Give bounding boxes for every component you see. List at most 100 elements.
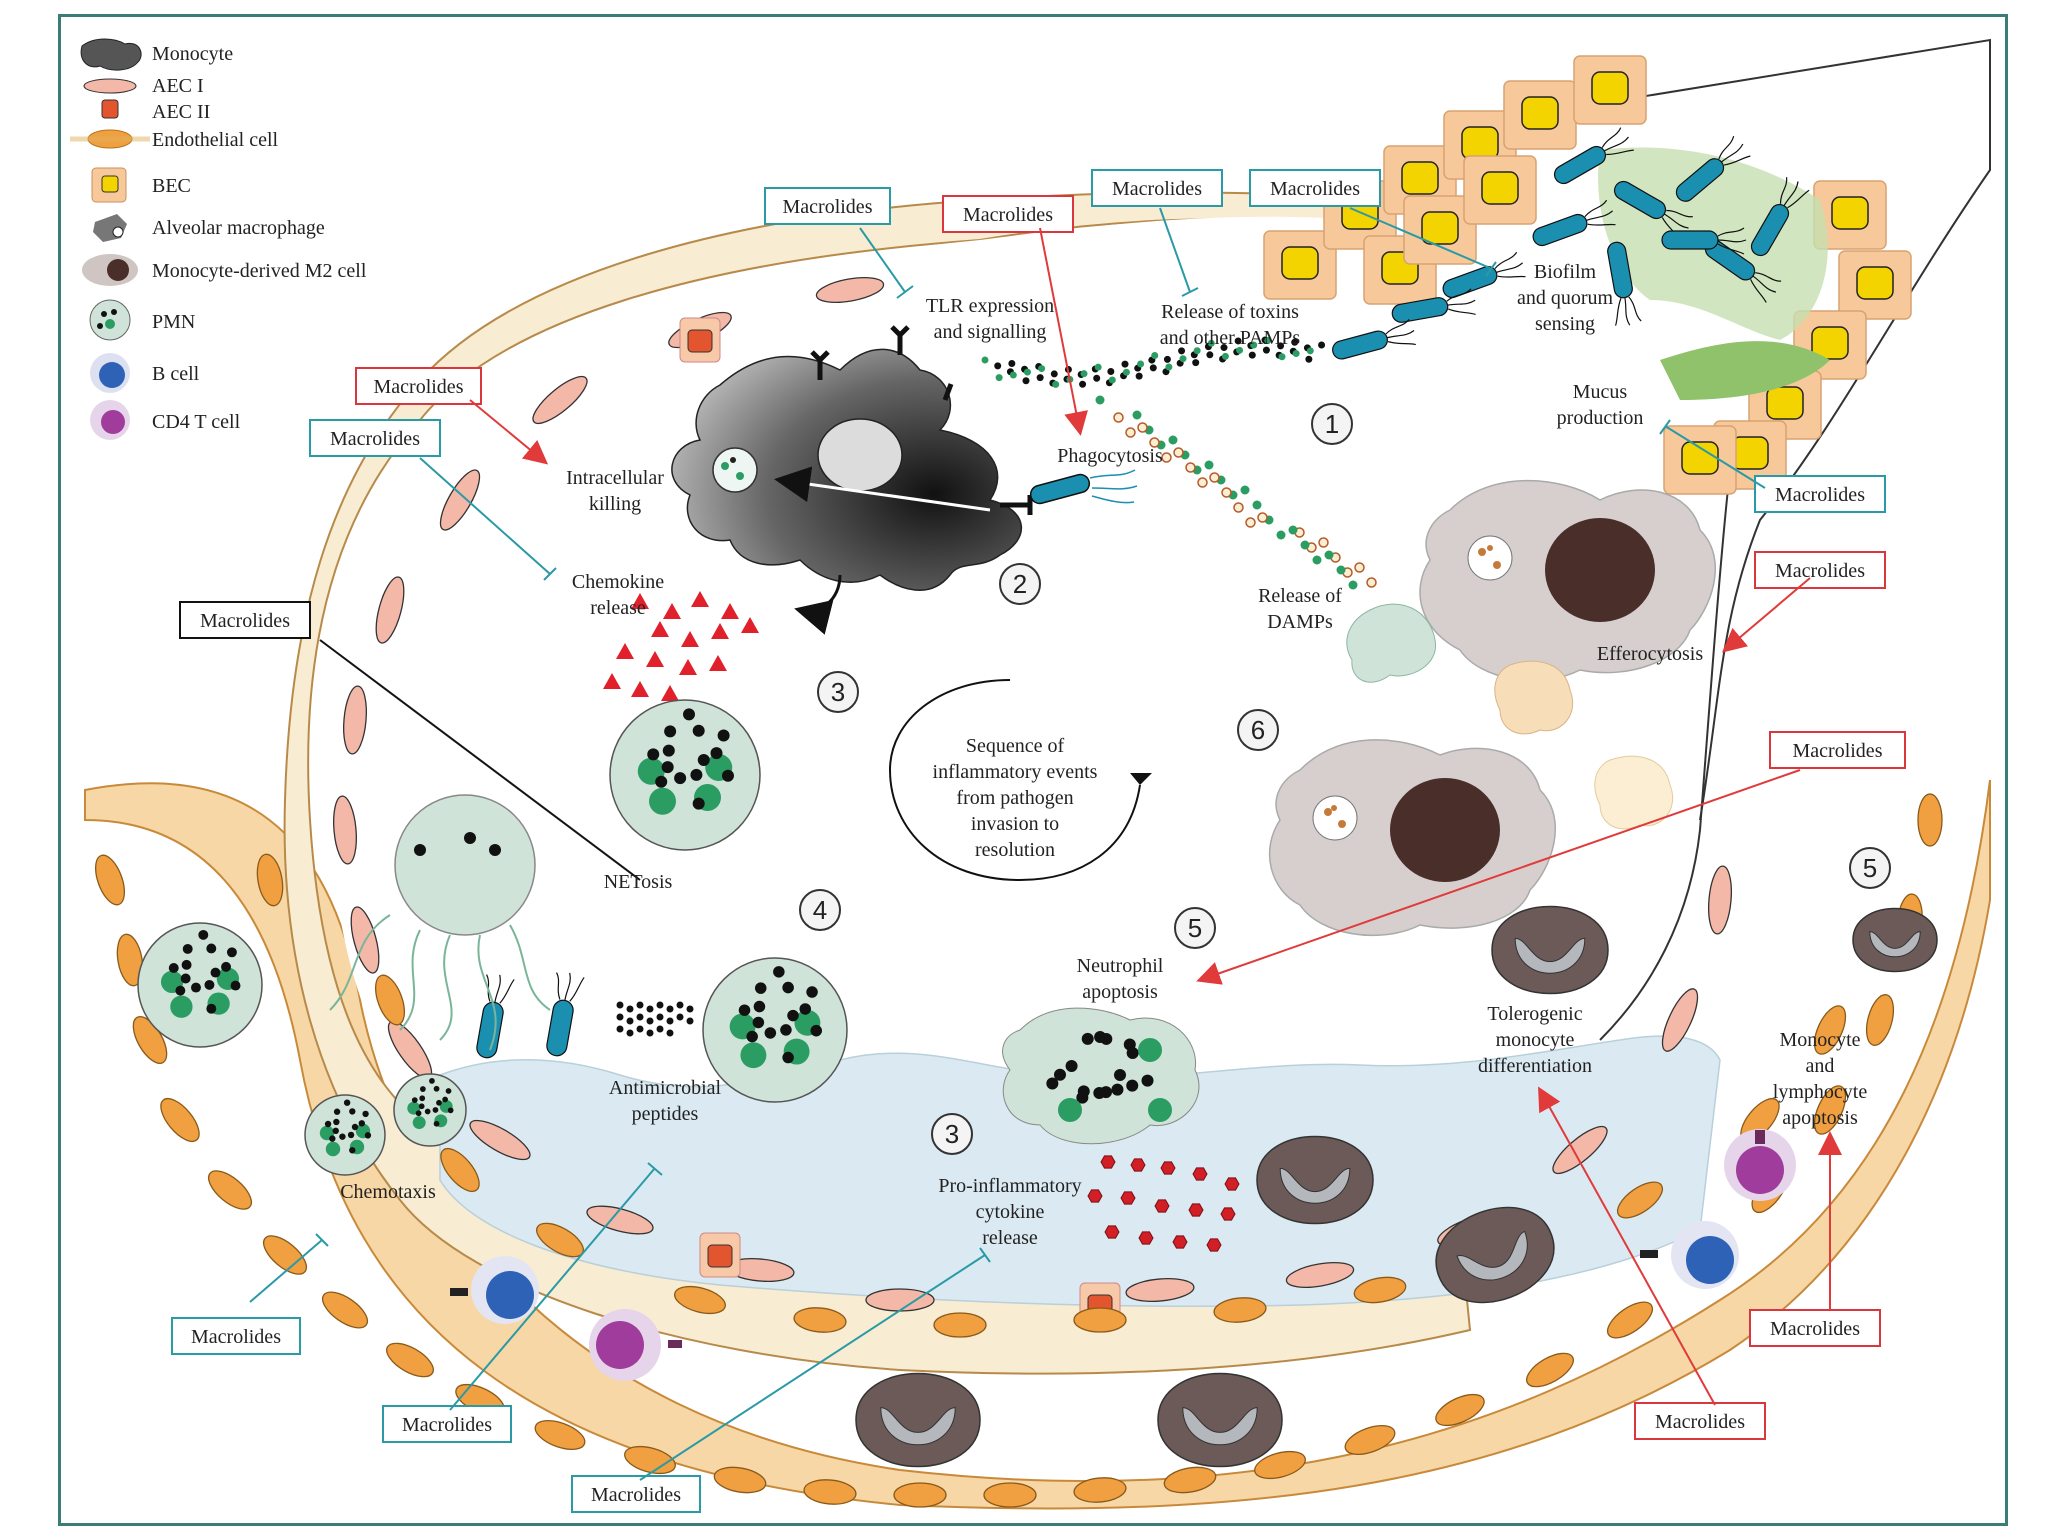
aec1-cell bbox=[332, 795, 358, 865]
biofilm-label-3: sensing bbox=[1535, 313, 1595, 335]
cytokine-dots bbox=[1087, 1155, 1240, 1252]
pmn-cell bbox=[702, 957, 848, 1103]
aec1-cell bbox=[1552, 1125, 1608, 1175]
macrolide-connectors bbox=[249, 207, 1842, 1481]
pamp-dot bbox=[1234, 337, 1242, 345]
pamp-dot bbox=[1135, 372, 1143, 380]
pamp-dot bbox=[1122, 368, 1130, 376]
legend-label: CD4 T cell bbox=[152, 411, 241, 433]
monocyte-group bbox=[855, 905, 1938, 1468]
endothelial-cell bbox=[207, 1170, 253, 1210]
tolerogenic-label-2: monocyte bbox=[1496, 1029, 1575, 1051]
cytokine-hexagon bbox=[1130, 1158, 1146, 1172]
pamp-dot bbox=[995, 374, 1003, 382]
damp-dot bbox=[1233, 502, 1244, 513]
aec1-cell bbox=[865, 1288, 935, 1312]
proinflam-label-1: Pro-inflammatory bbox=[938, 1175, 1081, 1197]
tlr-label-1: TLR expression bbox=[926, 295, 1054, 317]
bacterium bbox=[1553, 127, 1634, 185]
damp-dot bbox=[1137, 422, 1148, 433]
amp-dot bbox=[646, 1029, 654, 1037]
cytokine-hexagon bbox=[1172, 1235, 1188, 1249]
damp-dot bbox=[1173, 447, 1184, 458]
step-number: 5 bbox=[1188, 913, 1202, 943]
endothelial-cell bbox=[1213, 1297, 1267, 1323]
sequence-label-3: from pathogen bbox=[956, 787, 1073, 809]
cytokine-hexagon bbox=[1192, 1167, 1208, 1181]
macrolides-label: Macrolides bbox=[374, 376, 464, 398]
pmn-cell bbox=[304, 1094, 386, 1176]
pamp-dot bbox=[1108, 376, 1116, 384]
macrolides-box: Macrolides bbox=[1769, 731, 1906, 769]
pamp-dot bbox=[1248, 351, 1256, 359]
pmn-cell bbox=[609, 699, 761, 851]
macrolides-box: Macrolides bbox=[764, 187, 891, 225]
macrolides-label: Macrolides bbox=[1112, 178, 1202, 200]
macrolides-label: Macrolides bbox=[591, 1484, 681, 1506]
pamp-dot bbox=[1291, 338, 1299, 346]
legend-label: Alveolar macrophage bbox=[152, 217, 325, 239]
amp-dot bbox=[626, 1029, 634, 1037]
legend-label: Monocyte bbox=[152, 43, 233, 65]
tolerogenic-label-1: Tolerogenic bbox=[1487, 1003, 1582, 1025]
proinflam-label-3: release bbox=[982, 1227, 1038, 1249]
pamp-dot bbox=[1149, 364, 1157, 372]
endothelial-cell bbox=[893, 1482, 947, 1508]
macrolides-label: Macrolides bbox=[402, 1414, 492, 1436]
pamp-dot bbox=[1236, 346, 1244, 354]
cytokine-hexagon bbox=[1224, 1177, 1240, 1191]
macrolides-box: Macrolides bbox=[571, 1475, 701, 1513]
damp-dot bbox=[1168, 435, 1178, 445]
damp-dot bbox=[1221, 487, 1232, 498]
neutrophil-apoptosis-label-1: Neutrophil bbox=[1077, 955, 1164, 977]
macrolides-box: Macrolides bbox=[171, 1317, 301, 1355]
bacteria-group bbox=[1332, 127, 1810, 360]
chemokine-triangle bbox=[711, 623, 729, 639]
b-cell-2 bbox=[1640, 1221, 1739, 1289]
biofilm-label-1: Biofilm bbox=[1534, 261, 1597, 283]
macrolides-label: Macrolides bbox=[1655, 1411, 1745, 1433]
pamp-dot bbox=[1220, 344, 1228, 352]
amp-dot bbox=[676, 1013, 684, 1021]
amp-dot bbox=[666, 1017, 674, 1025]
pamp-dot bbox=[1009, 371, 1017, 379]
biofilm-label-2: and quorum bbox=[1517, 287, 1614, 309]
aec2-cell bbox=[699, 1232, 741, 1278]
neutrophil-apoptosis-label-2: apoptosis bbox=[1082, 981, 1158, 1003]
chemokine-label-1: Chemokine bbox=[572, 571, 664, 593]
apoptotic-neutrophil bbox=[1002, 1007, 1200, 1145]
endothelial-cell bbox=[1917, 793, 1943, 847]
endothelial-layer bbox=[94, 793, 1943, 1508]
damp-dot bbox=[1204, 460, 1214, 470]
chemokine-triangle bbox=[631, 681, 649, 697]
monocyte-cell bbox=[855, 1372, 981, 1468]
pamp-dot bbox=[1178, 347, 1186, 355]
apoptotic-body-2 bbox=[1494, 660, 1574, 735]
macrolides-label: Macrolides bbox=[191, 1326, 281, 1348]
bacterium bbox=[1704, 239, 1782, 303]
m2-cell-lower bbox=[1268, 739, 1556, 937]
macrolides-label: Macrolides bbox=[1775, 560, 1865, 582]
pamp-dot bbox=[1318, 341, 1326, 349]
legend: Monocyte AEC I AEC II Endothelial cell B… bbox=[70, 38, 367, 440]
chemokine-triangle bbox=[709, 655, 727, 671]
sequence-label-4: invasion to bbox=[971, 813, 1059, 835]
bec-cell bbox=[1463, 155, 1537, 225]
mono-lympho-label-1: Monocyte bbox=[1779, 1029, 1860, 1051]
endothelial-cell bbox=[1344, 1424, 1396, 1456]
macrolides-label: Macrolides bbox=[1270, 178, 1360, 200]
pamp-dot bbox=[1080, 370, 1088, 378]
bacterium bbox=[1750, 177, 1810, 257]
amp-dot bbox=[616, 1013, 624, 1021]
apoptotic-body-1 bbox=[1346, 603, 1436, 683]
pamp-dot bbox=[1050, 370, 1058, 378]
step-marker: 6 bbox=[1237, 709, 1279, 751]
monocyte-icon bbox=[80, 38, 142, 71]
step-number: 2 bbox=[1013, 569, 1027, 599]
amp-dot bbox=[656, 1025, 664, 1033]
macrolides-label: Macrolides bbox=[1793, 740, 1883, 762]
tolerogenic-label-3: differentiation bbox=[1478, 1055, 1592, 1077]
step-marker: 2 bbox=[999, 563, 1041, 605]
